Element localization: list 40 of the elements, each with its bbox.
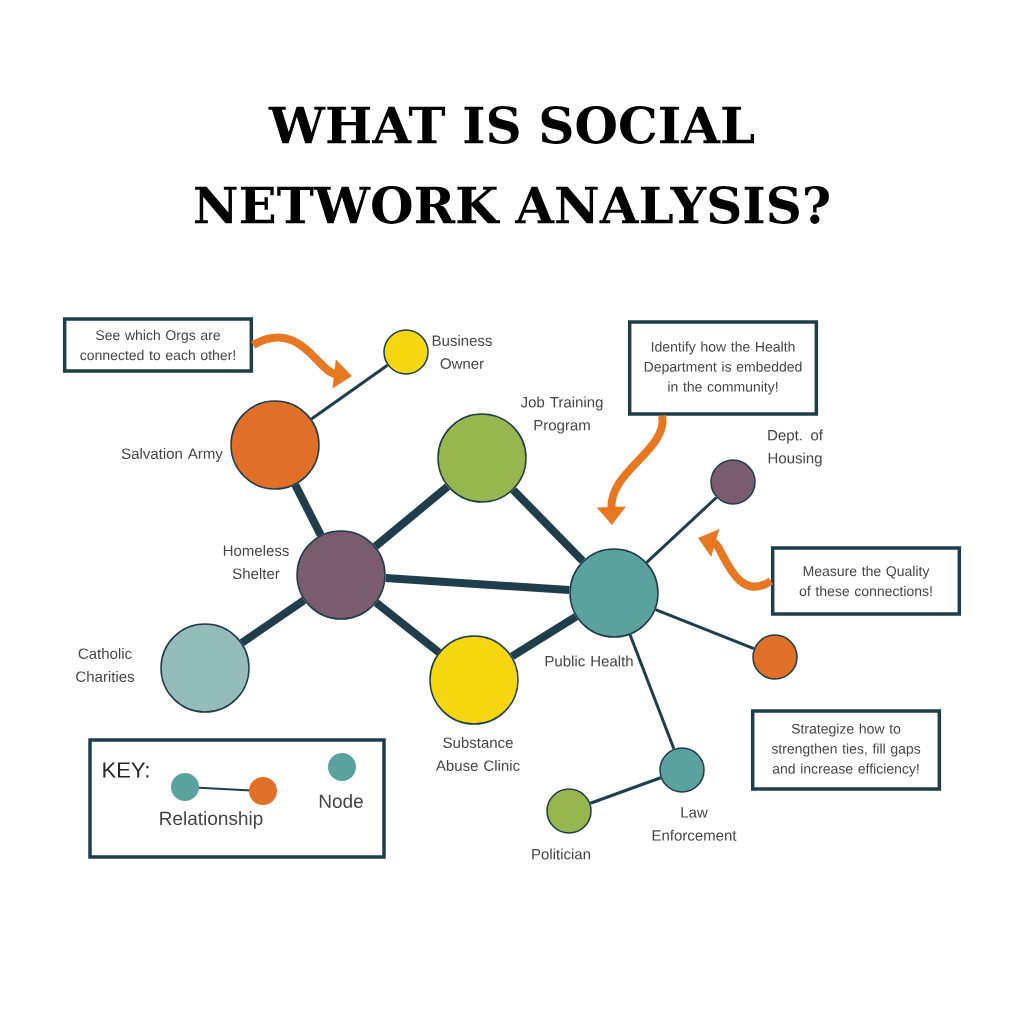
circle-node [659, 747, 705, 793]
connector [239, 596, 307, 647]
circle-node [160, 623, 250, 713]
circle-node [429, 635, 519, 725]
connector [645, 496, 718, 564]
node-label: Dept. of Housing [768, 429, 823, 467]
callout-box: Strategize how to strengthen ties, fill gaps and increase efficiency! [750, 709, 942, 791]
key-heading: KEY: [103, 762, 149, 778]
legend-label: Relationship [160, 811, 263, 829]
connector [589, 776, 662, 805]
connector [510, 487, 586, 564]
circle-node [569, 548, 659, 638]
connector [628, 634, 676, 750]
callout-box: Measure the Quality of these connections! [770, 546, 962, 616]
circle-node [437, 413, 527, 503]
node-label: Public Health [545, 655, 633, 667]
title: WHAT IS SOCIAL NETWORK ANALYSIS? [195, 106, 829, 224]
circle-node [546, 788, 592, 834]
connector [655, 608, 755, 650]
legend-label: Node [319, 794, 363, 808]
node-label: Substance Abuse Clinic [435, 737, 520, 771]
node-label: Business Owner [432, 335, 492, 369]
node-label: Politician [532, 848, 591, 860]
connector [372, 483, 451, 550]
connector [310, 363, 389, 421]
circle-node [383, 329, 429, 375]
circle-node [710, 459, 756, 505]
node-label: Catholic Charities [76, 648, 135, 682]
circle-node [296, 530, 386, 620]
circle-node [230, 400, 320, 490]
node-label: Salvation Army [121, 448, 223, 462]
node-label: Law Enforcement [652, 807, 737, 841]
connector [373, 599, 442, 656]
node-label: Homeless Shelter [223, 545, 289, 579]
node-label: Job Training Program [520, 396, 603, 434]
callout-box: Identify how the Health Department is embedded in the community! [627, 320, 819, 416]
connector [509, 613, 579, 660]
circle-node [752, 634, 798, 680]
callout-box: See which Orgs are connected to each other! [62, 317, 254, 373]
connector [291, 483, 325, 537]
